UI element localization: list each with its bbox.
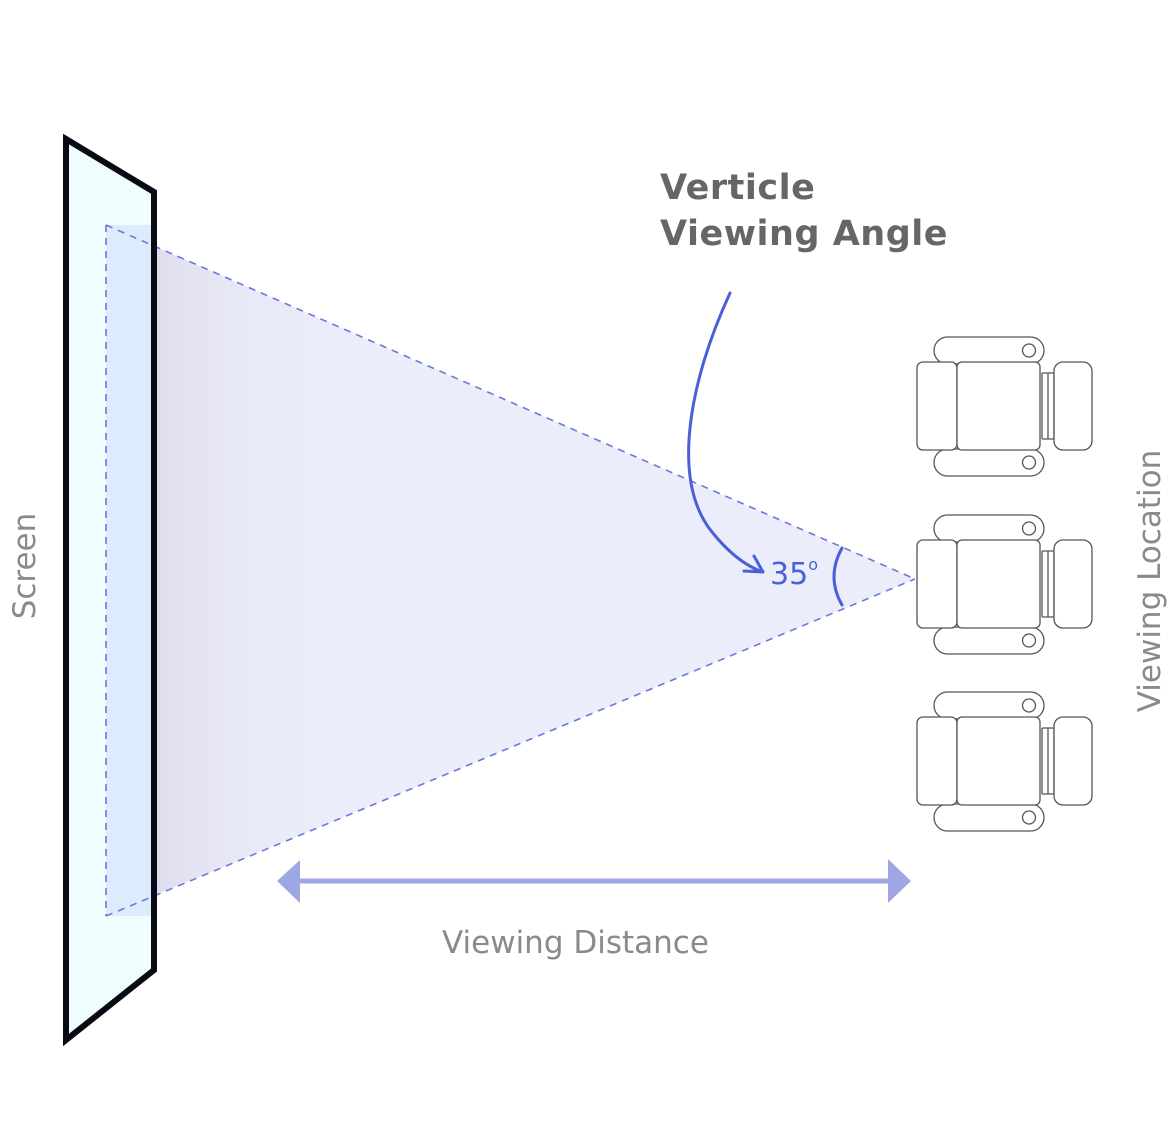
cone-edge-top bbox=[105, 224, 916, 580]
seat-cupholder-bottom bbox=[1021, 633, 1037, 648]
title-line-1: Verticle bbox=[660, 168, 816, 208]
viewing-location-label: Viewing Location bbox=[1132, 449, 1168, 713]
seat-backrest bbox=[916, 361, 958, 451]
seat-icon bbox=[916, 336, 1093, 477]
angle-value: 35 bbox=[770, 557, 809, 592]
degree-symbol: o bbox=[808, 555, 818, 574]
arrow-right-head-icon bbox=[888, 859, 911, 903]
seat-cushion bbox=[956, 539, 1041, 629]
angle-pointer-arrow bbox=[687, 291, 762, 573]
seat-footrest bbox=[1053, 716, 1093, 806]
seat-cupholder-top bbox=[1021, 521, 1037, 536]
seat-footrest bbox=[1053, 539, 1093, 629]
seat-cupholder-bottom bbox=[1021, 455, 1037, 470]
seat-cupholder-top bbox=[1021, 343, 1037, 358]
angle-label: 35o bbox=[770, 555, 818, 592]
seat-cupholder-bottom bbox=[1021, 810, 1037, 825]
viewing-distance-arrow bbox=[277, 859, 911, 903]
seat-cupholder-top bbox=[1021, 698, 1037, 713]
arrow-left-head-icon bbox=[277, 860, 300, 903]
viewing-cone-shade bbox=[154, 246, 915, 895]
screen-label: Screen bbox=[7, 512, 43, 620]
seat-backrest bbox=[916, 716, 958, 806]
seat-backrest bbox=[916, 539, 958, 629]
screen-projection-area bbox=[106, 225, 152, 916]
arrowhead-icon bbox=[742, 554, 765, 574]
viewing-distance-label: Viewing Distance bbox=[442, 925, 709, 961]
seat-icon bbox=[916, 514, 1093, 655]
title-line-2: Viewing Angle bbox=[660, 214, 948, 254]
seat-icon bbox=[916, 691, 1093, 832]
seat-footrest bbox=[1053, 361, 1093, 451]
cone-edge-bottom bbox=[105, 578, 916, 917]
seat-cushion bbox=[956, 361, 1041, 451]
seat-cushion bbox=[956, 716, 1041, 806]
angle-arc bbox=[832, 546, 844, 607]
